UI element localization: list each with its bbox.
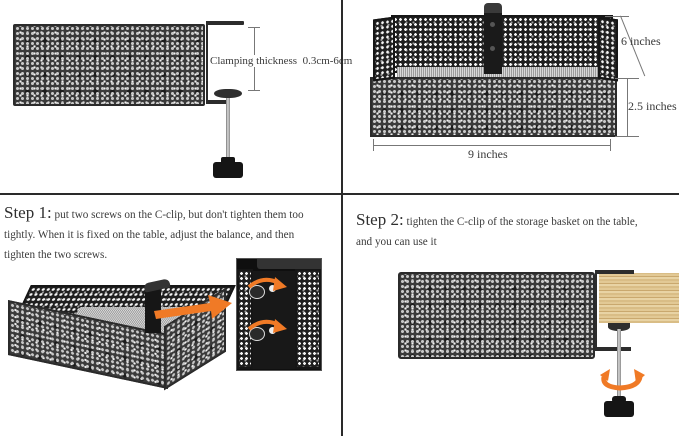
width-tick-right xyxy=(610,139,611,151)
step-2-clamp-knob xyxy=(604,401,634,417)
clip-hook xyxy=(484,3,502,13)
clamp-label-text: Clamping thickness xyxy=(210,55,298,67)
inset-mesh-left xyxy=(237,269,253,369)
step-2-clamp-knob-cap xyxy=(612,396,626,403)
horizontal-divider xyxy=(0,193,679,195)
inset-screw-top xyxy=(249,285,265,299)
inset-mesh-right xyxy=(295,269,321,369)
height-tick-bottom xyxy=(615,136,639,137)
clamp-range-text: 0.3cm-6cm xyxy=(302,55,353,67)
basket-back-wall xyxy=(391,15,613,73)
step-1-heading: Step 1: xyxy=(4,203,52,222)
step-2-clamp-rod xyxy=(617,329,621,399)
step-2-line-1: tighten the C-clip of the storage basket… xyxy=(406,216,638,228)
orange-arrow-right-icon xyxy=(154,295,232,319)
basket-left-wall xyxy=(373,16,395,82)
clamp-knob-cap xyxy=(221,157,235,164)
step-2-clip-lower-arm xyxy=(595,347,631,351)
vertical-divider xyxy=(341,0,343,436)
inset-hole-top xyxy=(269,285,276,292)
width-label: 9 inches xyxy=(468,147,508,161)
inset-hole-bottom xyxy=(269,327,276,334)
width-tick-left xyxy=(373,139,374,151)
basket-front-wall xyxy=(370,77,617,137)
orange-rotate-knob-icon xyxy=(600,369,645,391)
step-1-line-3: tighten the two screws. xyxy=(4,249,108,261)
clamp-dimension-tick-top xyxy=(248,27,260,28)
basket-right-wall xyxy=(598,16,618,82)
clip-top-bar xyxy=(207,21,244,25)
panel-clamp-thickness: Clamping thickness 0.3cm-6cm xyxy=(0,0,354,193)
step-2-clip-top xyxy=(596,270,634,274)
depth-label: 6 inches xyxy=(621,34,661,48)
clip-bracket xyxy=(484,10,502,74)
table-edge-wood xyxy=(599,273,679,323)
panel-dimensions: 6 inches 2.5 inches 9 inches xyxy=(343,0,679,193)
step-2-basket-side-view xyxy=(398,272,595,359)
step-1-detail-inset xyxy=(236,258,322,371)
inset-clip-top xyxy=(257,259,321,269)
step-2-clamp-pad xyxy=(608,323,630,331)
panel-step-1: Step 1: put two screws on the C-clip, bu… xyxy=(0,195,341,436)
clamp-knob xyxy=(213,162,243,178)
step-2-heading: Step 2: xyxy=(356,210,404,229)
depth-tick-top xyxy=(605,16,629,17)
step-1-instructions: Step 1: put two screws on the C-clip, bu… xyxy=(4,203,338,265)
step-1-clip xyxy=(145,287,161,333)
clip-screw-bottom xyxy=(490,46,495,51)
clamp-thickness-label: Clamping thickness 0.3cm-6cm xyxy=(209,55,354,67)
orange-rotate-arrow-bottom-icon xyxy=(247,319,287,333)
clamp-pad xyxy=(214,89,242,98)
basket-side-view xyxy=(13,24,205,106)
step-2-clip-upright xyxy=(595,270,597,350)
basket-floor-grate xyxy=(397,67,607,79)
width-line xyxy=(374,145,610,146)
step-2-line-2: and you can use it xyxy=(356,236,437,248)
inset-screw-bottom xyxy=(249,327,265,341)
panel-step-2: Step 2: tighten the C-clip of the storag… xyxy=(343,195,679,436)
clip-lower-arm xyxy=(206,100,228,104)
clamp-dimension-tick-bottom xyxy=(248,90,260,91)
clamp-rod xyxy=(226,98,230,162)
step-2-instructions: Step 2: tighten the C-clip of the storag… xyxy=(356,210,678,252)
step-1-line-2: tightly. When it is fixed on the table, … xyxy=(4,229,295,241)
clip-screw-top xyxy=(490,22,495,27)
orange-rotate-arrow-top-icon xyxy=(247,277,287,291)
height-label: 2.5 inches xyxy=(628,99,677,114)
clip-upright xyxy=(206,21,208,103)
step-1-line-1: put two screws on the C-clip, but don't … xyxy=(54,209,304,221)
height-line xyxy=(627,78,628,136)
